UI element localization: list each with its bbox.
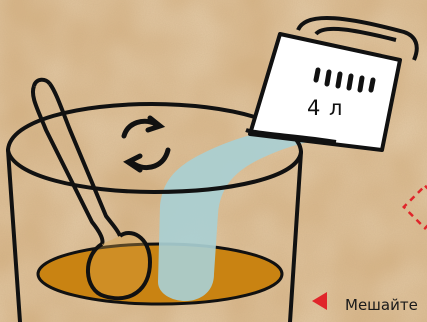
jug-volume-label: 4 л [307,96,367,120]
stir-instruction-caption: Мешайте [345,296,418,314]
red-triangle-icon [312,292,327,310]
